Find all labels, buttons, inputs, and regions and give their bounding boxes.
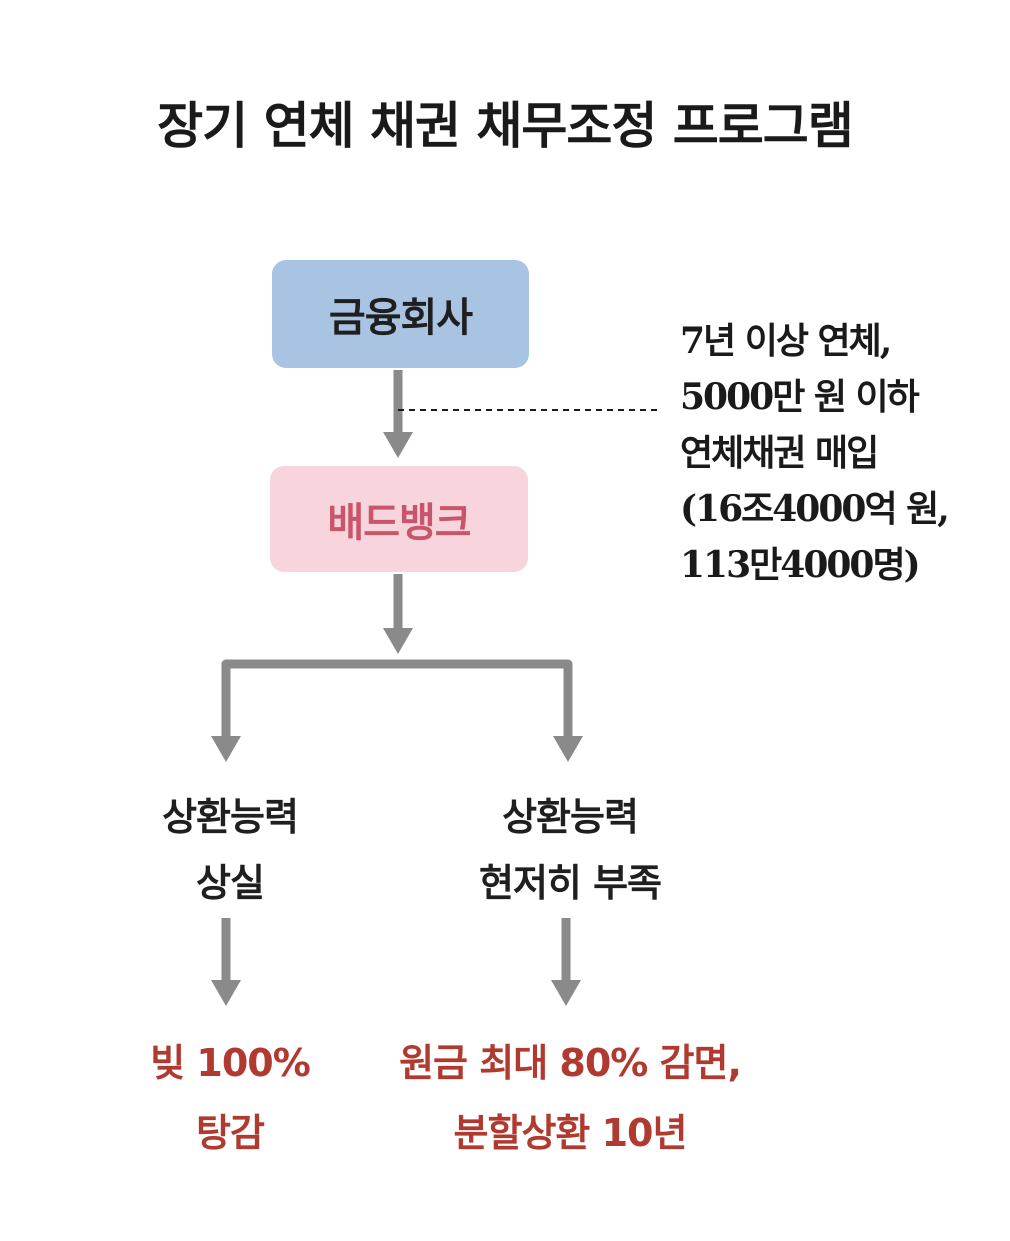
financial-company-box: 금융회사 (272, 260, 529, 368)
branch-connector (221, 659, 573, 740)
right-condition-line: 현저히 부족 (478, 861, 662, 905)
bad-bank-label: 배드뱅크 (327, 500, 471, 546)
left-result-line: 탕감 (196, 1111, 265, 1155)
note-line: (16조4000억 원, (680, 488, 950, 530)
arrow-right-branch-head (553, 736, 583, 762)
left-condition-line: 상실 (196, 861, 265, 905)
right-result: 원금 최대 80% 감면, 분할상환 10년 (370, 1028, 770, 1168)
arrow-left-branch-head (211, 736, 241, 762)
right-condition-line: 상환능력 (502, 795, 639, 839)
right-result-line: 원금 최대 80% 감면, (399, 1041, 742, 1085)
note-line: 113만4000명) (680, 544, 921, 586)
left-condition: 상환능력 상실 (120, 784, 340, 916)
financial-company-label: 금융회사 (328, 295, 473, 341)
right-result-line: 분할상환 10년 (453, 1111, 688, 1155)
arrow-finance-to-badbank (383, 370, 413, 458)
arrow-right-to-result (551, 918, 581, 1006)
note-line: 7년 이상 연체, (680, 320, 892, 362)
left-result: 빚 100% 탕감 (120, 1028, 340, 1168)
bad-bank-box: 배드뱅크 (270, 466, 528, 572)
purchase-note: 7년 이상 연체, 5000만 원 이하 연체채권 매입 (16조4000억 원… (680, 313, 950, 593)
arrow-badbank-to-branch (383, 574, 413, 654)
left-condition-line: 상환능력 (162, 795, 299, 839)
right-condition: 상환능력 현저히 부족 (420, 784, 720, 916)
arrow-left-to-result (211, 918, 241, 1006)
note-line: 연체채권 매입 (680, 432, 879, 474)
left-result-line: 빚 100% (150, 1041, 311, 1085)
note-line: 5000만 원 이하 (680, 376, 920, 418)
diagram-title: 장기 연체 채권 채무조정 프로그램 (157, 97, 854, 155)
